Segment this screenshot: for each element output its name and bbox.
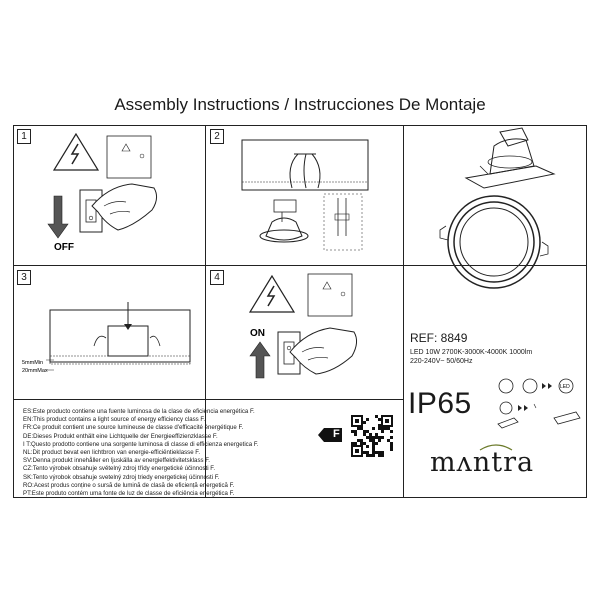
downlight-side-view [464, 127, 556, 189]
step-4-illustration: ON [248, 273, 358, 379]
label-tag-icon [307, 273, 353, 317]
energy-line-nl: NL:Dit product bevat een lichtbron van e… [23, 449, 201, 457]
energy-class-statements: ES:Este producto contiene una fuente lum… [23, 408, 259, 498]
warning-shock-icon [52, 132, 100, 171]
wiring-diagram [323, 193, 363, 251]
step-1-illustration: OFF [47, 132, 158, 253]
downlight-front-view [439, 195, 549, 289]
step-3-illustration: 5mmMin 20mmMax [22, 302, 191, 374]
divider [13, 265, 587, 266]
downlight-wiring-icon [259, 199, 309, 243]
energy-line-cz: CZ:Tento výrobek obsahuje světelný zdroj… [23, 465, 216, 473]
down-arrow-icon [47, 195, 69, 239]
switch-icon [79, 183, 158, 233]
warning-shock-icon [248, 274, 296, 313]
step-number-2: 2 [210, 129, 224, 144]
on-label: ON [250, 328, 265, 339]
energy-line-en: EN:This product contains a light source … [23, 416, 206, 424]
divider [403, 125, 404, 498]
energy-class-badge [318, 428, 342, 442]
energy-line-sv: SV:Denna produkt innehåller en ljuskälla… [23, 457, 210, 465]
dimension-max: 20mmMax [22, 368, 48, 374]
instruction-sheet [13, 125, 587, 498]
cct-selector-icon: LED [498, 378, 574, 394]
off-label: OFF [54, 242, 74, 253]
ceiling-cutout [49, 302, 191, 365]
step-number-3: 3 [17, 270, 31, 285]
product-drawing [439, 127, 556, 289]
product-spec-power: LED 10W 2700K-3000K-4000K 1000lm [410, 349, 533, 356]
product-spec-voltage: 220-240V~ 50/60Hz [410, 358, 473, 365]
divider [205, 125, 206, 498]
switch-icon [277, 327, 358, 375]
energy-line-it: I T:Questo prodotto contiene una sorgent… [23, 440, 259, 448]
product-reference: REF: 8849 [410, 331, 468, 345]
brand-logo: mʌntra [430, 447, 535, 478]
qr-code-icon [351, 415, 393, 457]
led-label: LED [560, 384, 570, 390]
cct-selector-diagram: LED [497, 378, 581, 429]
ceiling-section [241, 139, 369, 191]
energy-class-letter: F [333, 428, 340, 440]
energy-line-sk: SK:Tento výrobok obsahuje svetelný zdroj… [23, 473, 220, 481]
step-number-1: 1 [17, 129, 31, 144]
up-arrow-icon [249, 341, 271, 379]
ip-rating: IP65 [408, 387, 472, 420]
brand-arc [479, 444, 513, 451]
page-title: Assembly Instructions / Instrucciones De… [114, 95, 486, 114]
energy-line-fr: FR:Ce produit contient une source lumine… [23, 424, 244, 432]
divider [13, 399, 403, 400]
energy-line-de: DE:Dieses Produkt enthält eine Lichtquel… [23, 432, 218, 440]
energy-line-ro: RO:Acest produs conține o sursă de lumin… [23, 481, 235, 489]
energy-line-pt: PT:Este produto contém uma fonte de luz … [23, 490, 235, 498]
dimension-min: 5mmMin [22, 360, 43, 366]
label-tag-icon [106, 135, 152, 179]
energy-line-es: ES:Este producto contiene una fuente lum… [23, 408, 255, 415]
step-number-4: 4 [210, 270, 224, 285]
connector-icon [497, 401, 581, 429]
step-2-illustration [241, 139, 369, 251]
